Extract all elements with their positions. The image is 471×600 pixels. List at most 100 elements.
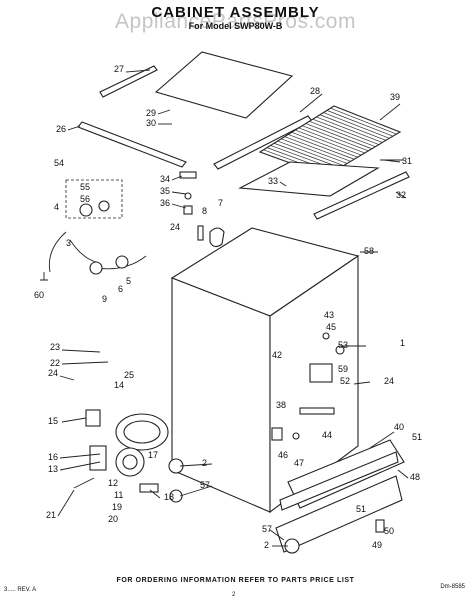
leader-line: [149, 489, 161, 499]
callout-48: 48: [410, 472, 420, 482]
callout-52: 52: [340, 376, 350, 386]
callout-27: 27: [114, 64, 124, 74]
callout-13: 13: [48, 464, 58, 474]
callout-50: 50: [384, 526, 394, 536]
callout-28: 28: [310, 86, 320, 96]
ordering-note: FOR ORDERING INFORMATION REFER TO PARTS …: [116, 577, 355, 584]
leader-line: [67, 125, 81, 131]
callout-44: 44: [322, 430, 332, 440]
callout-24: 24: [48, 368, 58, 378]
callout-9: 9: [102, 294, 107, 304]
leader-line: [279, 181, 287, 187]
leader-line: [157, 109, 171, 115]
callout-26: 26: [56, 124, 66, 134]
trim-strip-26: [77, 121, 187, 168]
hose-assembly: [40, 200, 147, 281]
callout-22: 22: [50, 358, 60, 368]
callout-23: 23: [50, 342, 60, 352]
callout-7: 7: [218, 198, 223, 208]
callout-17: 17: [148, 450, 158, 460]
watermark: AppliancePartsPros.com: [115, 10, 356, 33]
leader-line: [395, 191, 407, 199]
leader-line: [171, 203, 187, 209]
callout-47: 47: [294, 458, 304, 468]
callout-11: 11: [114, 490, 123, 500]
callout-54: 54: [54, 158, 64, 168]
drawing-code: Dm-8585: [440, 584, 465, 590]
callout-42: 42: [272, 350, 282, 360]
leader-line: [171, 191, 187, 195]
grille-panel-39: [258, 105, 402, 177]
callout-20: 20: [108, 514, 118, 524]
callout-34: 34: [160, 174, 170, 184]
callout-1: 1: [400, 338, 405, 348]
model-subtitle: For Model SWP80W-B: [188, 21, 283, 31]
callout-46: 46: [278, 450, 288, 460]
callout-2: 2: [264, 540, 269, 550]
leader-line: [171, 175, 183, 181]
callout-51: 51: [412, 432, 422, 442]
callout-30: 30: [146, 118, 156, 128]
leader-line: [59, 375, 75, 381]
callout-58: 58: [364, 246, 374, 256]
leader-line: [61, 417, 87, 423]
callout-39: 39: [390, 92, 400, 102]
callout-55: 55: [80, 182, 90, 192]
callout-24: 24: [384, 376, 394, 386]
callout-56: 56: [80, 194, 90, 204]
callout-31: 31: [402, 156, 412, 166]
cabinet-body: [170, 227, 360, 514]
diagram-title: CABINET ASSEMBLY: [151, 4, 320, 21]
callout-24: 24: [170, 222, 180, 232]
leader-line: [383, 159, 401, 163]
page-number: 2: [232, 592, 236, 598]
callout-6: 6: [118, 284, 123, 294]
leader-line: [59, 453, 101, 459]
leader-line: [269, 529, 285, 541]
callout-3: 3: [66, 238, 71, 248]
lid-panel: [154, 51, 294, 119]
leader-line: [59, 461, 101, 471]
base-plate-33: [238, 161, 380, 197]
callout-29: 29: [146, 108, 156, 118]
callout-18: 18: [164, 492, 174, 502]
leader-line: [379, 103, 401, 121]
callout-51: 51: [356, 504, 366, 514]
callout-38: 38: [276, 400, 286, 410]
callout-19: 19: [112, 502, 122, 512]
callout-49: 49: [372, 540, 382, 550]
callout-43: 43: [324, 310, 334, 320]
callout-40: 40: [394, 422, 404, 432]
callout-59: 59: [338, 364, 348, 374]
leader-line: [397, 469, 409, 479]
leader-line: [299, 93, 323, 113]
latch-parts: [179, 171, 197, 215]
callout-25: 25: [124, 370, 134, 380]
leader-line: [57, 489, 75, 517]
callout-53: 53: [338, 340, 348, 350]
leader-line: [179, 463, 213, 467]
callout-5: 5: [126, 276, 131, 286]
leader-line: [61, 349, 101, 353]
motor-assembly: [73, 409, 184, 503]
front-panel-48: [275, 439, 405, 553]
callout-21: 21: [46, 510, 56, 520]
part-number: 3..... REV. A: [4, 587, 37, 593]
callout-57: 57: [200, 480, 210, 490]
hinge-strip-27: [99, 65, 158, 98]
callout-36: 36: [160, 198, 170, 208]
clip-7: [209, 227, 225, 248]
callout-32: 32: [396, 190, 406, 200]
leader-line: [179, 485, 213, 497]
callout-12: 12: [108, 478, 118, 488]
leader-line: [125, 69, 151, 73]
callout-57: 57: [262, 524, 272, 534]
callout-33: 33: [268, 176, 278, 186]
timer-parts: [271, 332, 345, 441]
callout-60: 60: [34, 290, 44, 300]
callout-35: 35: [160, 186, 170, 196]
leader-line: [369, 431, 395, 449]
callout-4: 4: [54, 202, 59, 212]
callout-45: 45: [326, 322, 336, 332]
